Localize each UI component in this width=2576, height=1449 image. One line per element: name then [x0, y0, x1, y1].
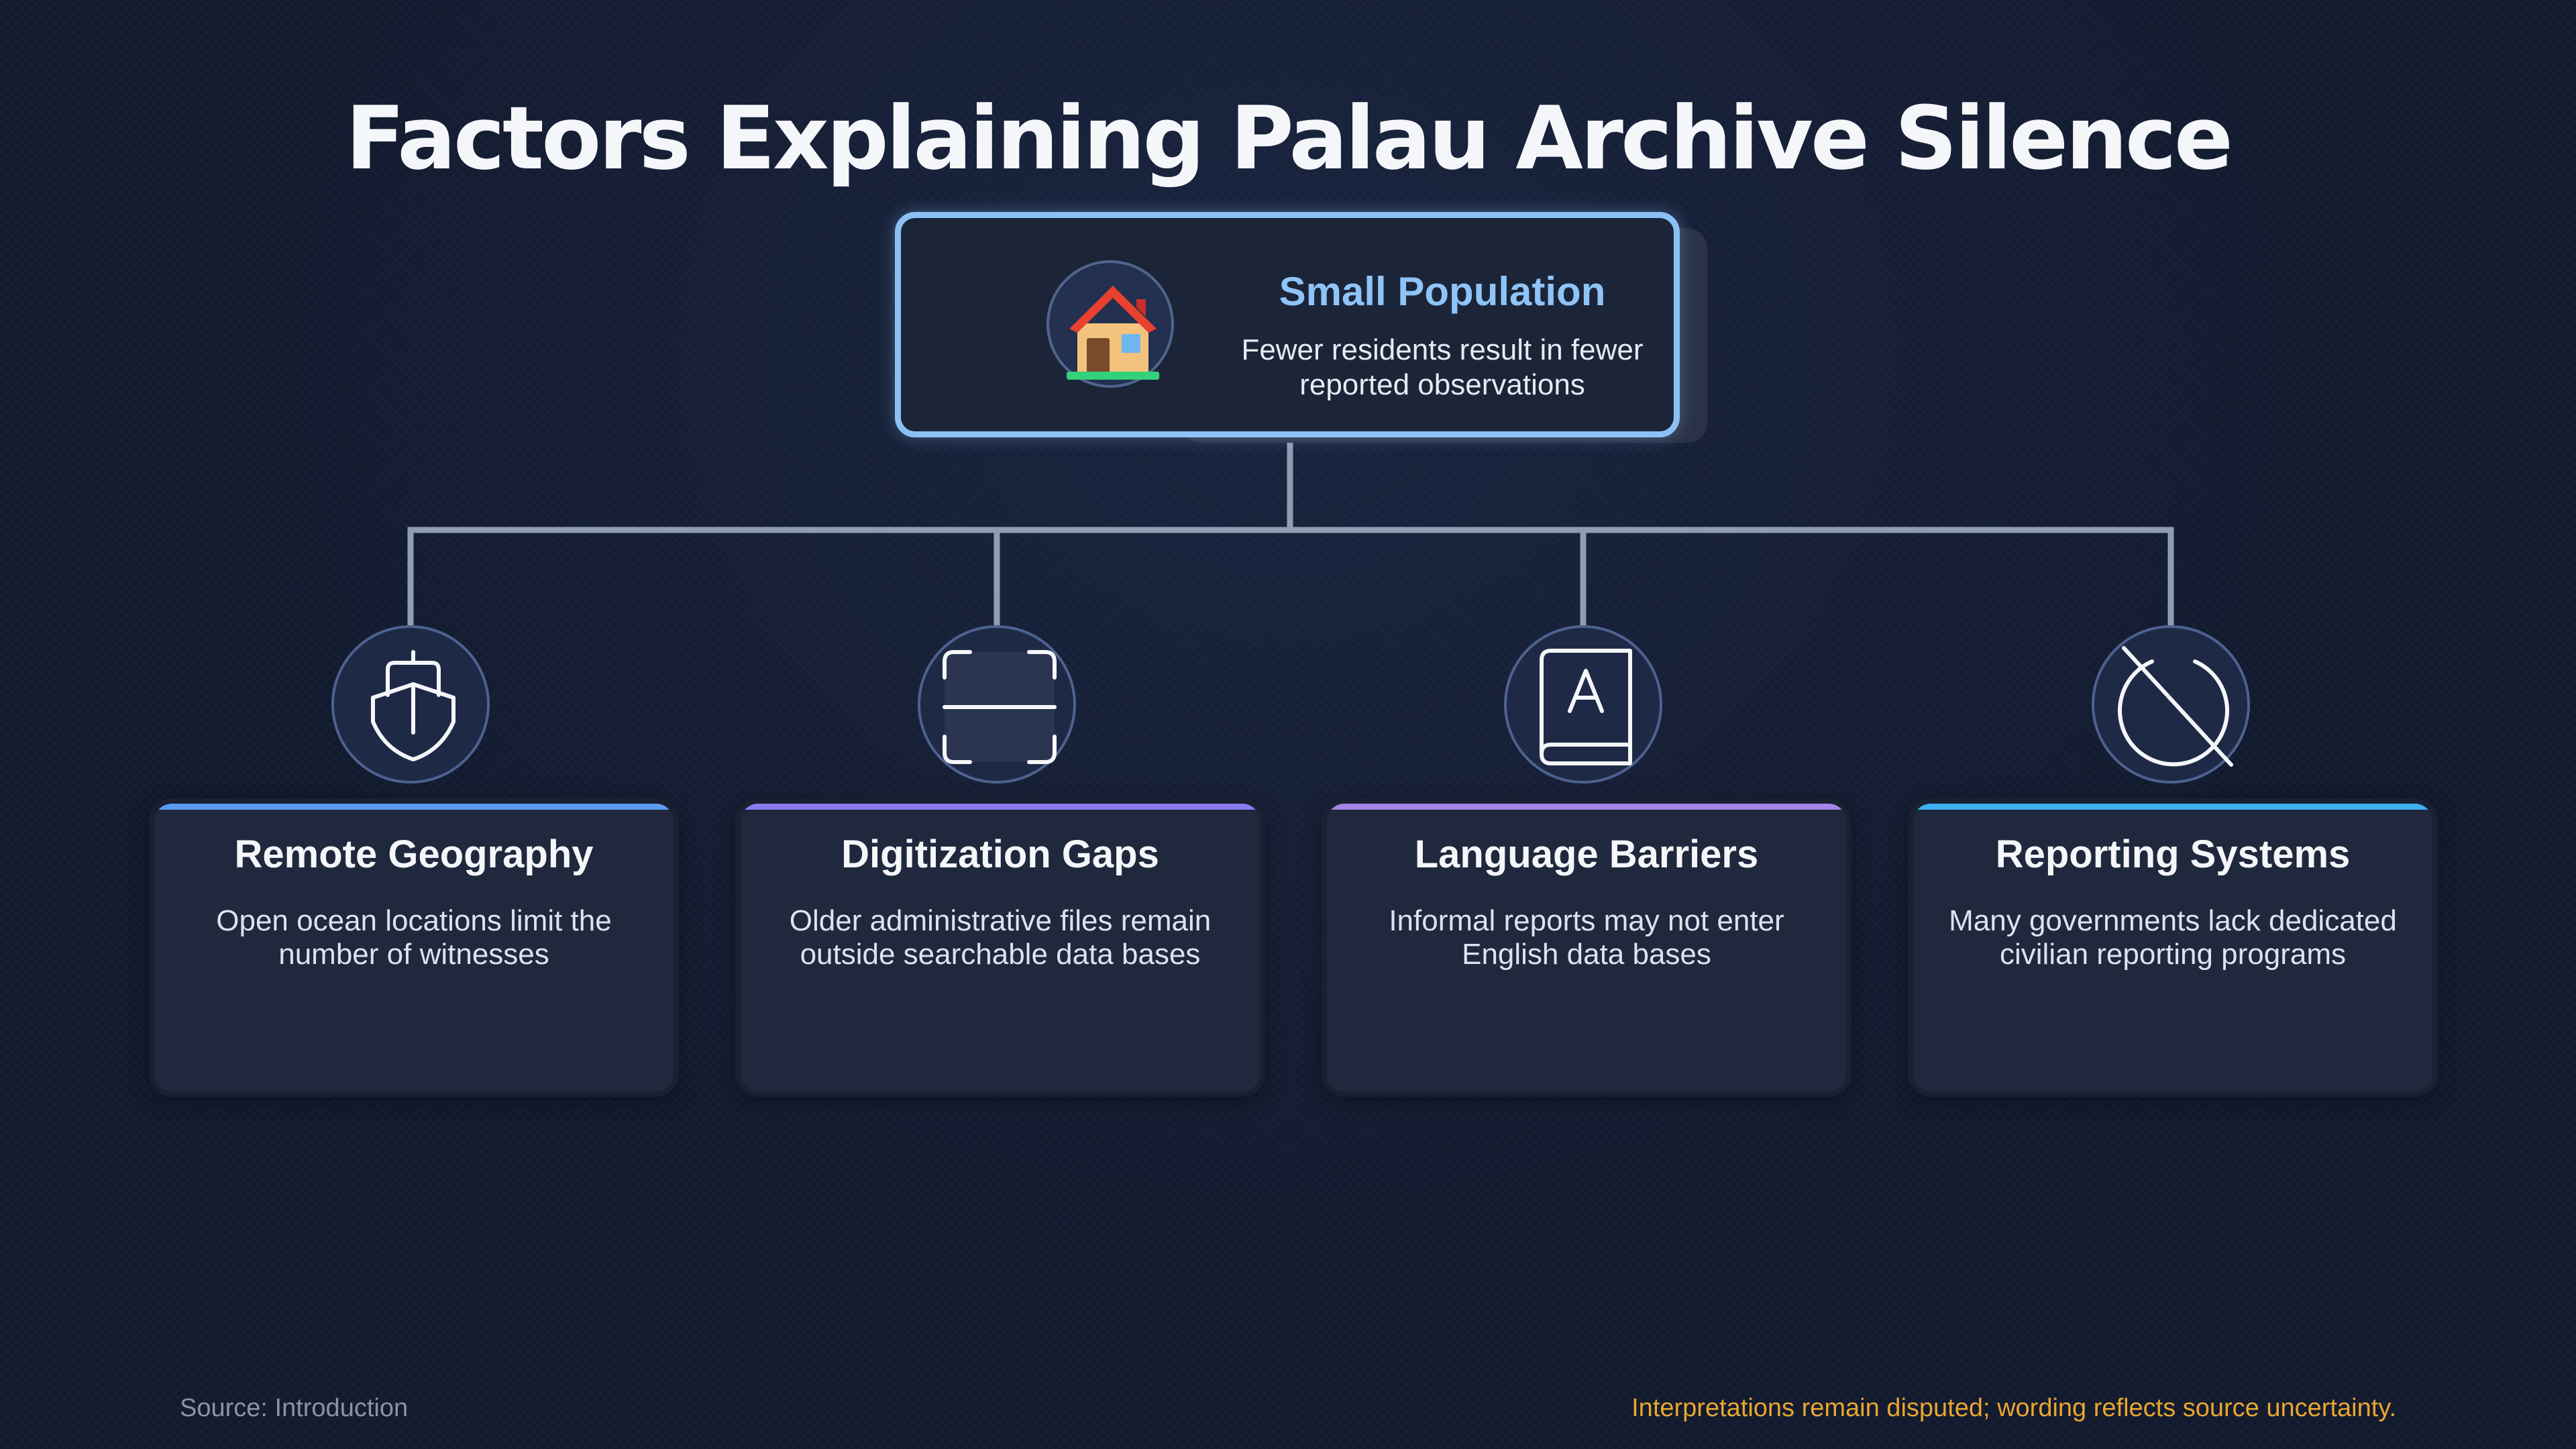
card-description: Informal reports may not enter English d… [1389, 904, 1784, 971]
card-accent [1913, 804, 2432, 810]
factor-card-reporting-systems: Reporting Systems Many governments lack … [1908, 798, 2438, 1097]
card-description: Older administrative files remain outsid… [789, 904, 1212, 971]
card-title: Remote Geography [234, 833, 594, 876]
uncertainty-note: Interpretations remain disputed; wording… [1631, 1394, 2396, 1422]
card-title: Language Barriers [1414, 833, 1759, 876]
card-title: Digitization Gaps [841, 833, 1159, 876]
card-accent [1327, 804, 1846, 810]
source-caption: Source: Introduction [180, 1394, 409, 1422]
ship-icon [331, 625, 490, 784]
house-icon [1046, 260, 1174, 388]
card-title: Reporting Systems [1995, 833, 2351, 876]
card-accent [154, 804, 674, 810]
card-description: Open ocean locations limit the number of… [216, 904, 612, 971]
factor-card-remote-geography: Remote Geography Open ocean locations li… [149, 798, 679, 1097]
scan-icon [918, 625, 1076, 784]
root-description: Fewer residents result in fewer reported… [1241, 333, 1644, 401]
dictionary-icon [1504, 625, 1662, 784]
root-title: Small Population [1279, 269, 1606, 314]
factor-card-digitization-gaps: Digitization Gaps Older administrative f… [735, 798, 1265, 1097]
card-description: Many governments lack dedicated civilian… [1949, 904, 2397, 971]
page-title: Factors Explaining Palau Archive Silence [345, 87, 2233, 189]
card-accent [741, 804, 1260, 810]
factor-card-language-barriers: Language Barriers Informal reports may n… [1322, 798, 1851, 1097]
prohibited-icon [2092, 625, 2250, 784]
root-card [895, 212, 1680, 437]
